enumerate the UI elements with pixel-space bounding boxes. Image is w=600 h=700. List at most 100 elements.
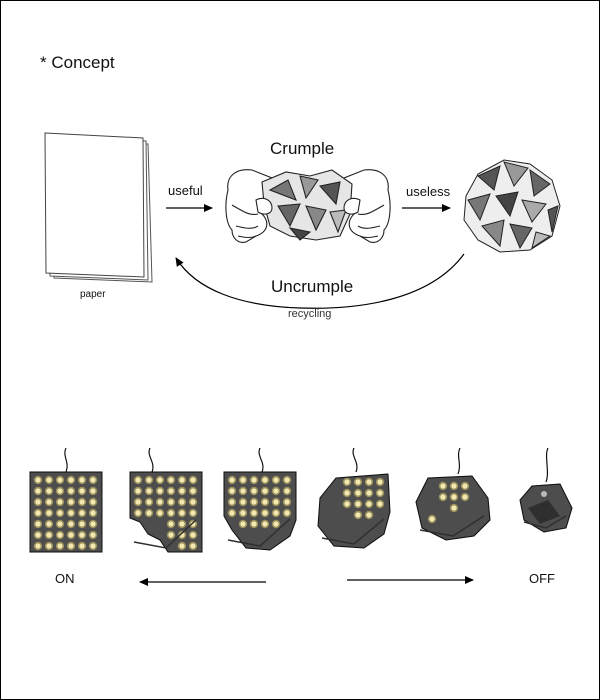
led-light [440, 494, 446, 500]
led-light [240, 521, 246, 527]
led-light [273, 521, 279, 527]
led-light [366, 479, 372, 485]
led-light [451, 505, 457, 511]
led-light [262, 499, 268, 505]
crumple-label: Crumple [270, 139, 335, 158]
led-light [240, 510, 246, 516]
led-light [366, 490, 372, 496]
led-light [344, 501, 350, 507]
led-light [229, 510, 235, 516]
led-light [68, 543, 74, 549]
led-light [251, 521, 257, 527]
led-light [284, 510, 290, 516]
led-light [46, 499, 52, 505]
light-panel-sequence [29, 447, 573, 553]
led-light [190, 499, 196, 505]
panel-crease [419, 515, 485, 537]
led-light [90, 477, 96, 483]
led-light [35, 499, 41, 505]
led-light [179, 521, 185, 527]
panel-stage-3 [223, 447, 297, 551]
led-light [179, 543, 185, 549]
led-light [57, 532, 63, 538]
led-light [135, 477, 141, 483]
led-light [57, 477, 63, 483]
uncrumple-label: Uncrumple [271, 277, 354, 296]
useless-label: useless [406, 184, 451, 199]
led-light [284, 488, 290, 494]
led-light [190, 543, 196, 549]
led-light [157, 499, 163, 505]
led-light [46, 532, 52, 538]
led-light [262, 488, 268, 494]
led-light [168, 532, 174, 538]
led-light [35, 532, 41, 538]
led-light [79, 543, 85, 549]
led-light [157, 488, 163, 494]
led-light [190, 532, 196, 538]
led-light [377, 501, 383, 507]
led-light [146, 510, 152, 516]
led-light [46, 510, 52, 516]
led-light [179, 510, 185, 516]
led-light [344, 479, 350, 485]
led-light [46, 543, 52, 549]
led-light [90, 521, 96, 527]
panel-crease [321, 518, 385, 545]
led-light [35, 488, 41, 494]
led-light [79, 521, 85, 527]
led-light [168, 499, 174, 505]
led-light [251, 499, 257, 505]
led-light [79, 510, 85, 516]
led-light [79, 532, 85, 538]
led-light [355, 512, 361, 518]
led-light [146, 488, 152, 494]
led-light [57, 521, 63, 527]
led-light [273, 477, 279, 483]
led-light [262, 510, 268, 516]
led-light [57, 488, 63, 494]
page-title: * Concept [40, 53, 115, 72]
paper-label: paper [80, 289, 106, 300]
led-light [68, 521, 74, 527]
hands-crumpling-illustration [225, 169, 391, 243]
led-light [79, 477, 85, 483]
led-light [90, 532, 96, 538]
led-light [273, 510, 279, 516]
led-light [68, 488, 74, 494]
led-light [157, 510, 163, 516]
on-label: ON [55, 571, 75, 586]
led-light [90, 488, 96, 494]
led-light [135, 510, 141, 516]
led-light [240, 499, 246, 505]
led-light [251, 510, 257, 516]
led-light [273, 488, 279, 494]
panel-cord [258, 447, 264, 473]
led-light [146, 499, 152, 505]
led-light [57, 510, 63, 516]
led-light [429, 516, 435, 522]
panel-crease [133, 519, 197, 549]
led-light [251, 488, 257, 494]
panel-cord [457, 447, 461, 475]
panel-facet [528, 500, 560, 524]
led-light [46, 477, 52, 483]
led-light [240, 477, 246, 483]
panel-stage-5 [415, 447, 491, 541]
led-light [377, 490, 383, 496]
panel-cord [545, 447, 549, 483]
led-light [262, 477, 268, 483]
recycling-label: recycling [288, 308, 332, 320]
led-light [240, 488, 246, 494]
led-light [90, 543, 96, 549]
led-light [35, 510, 41, 516]
led-light [451, 494, 457, 500]
led-light [262, 521, 268, 527]
led-light [90, 510, 96, 516]
led-light [135, 499, 141, 505]
panel-cord [352, 447, 358, 473]
led-light [179, 488, 185, 494]
led-light [146, 477, 152, 483]
led-light [273, 499, 279, 505]
